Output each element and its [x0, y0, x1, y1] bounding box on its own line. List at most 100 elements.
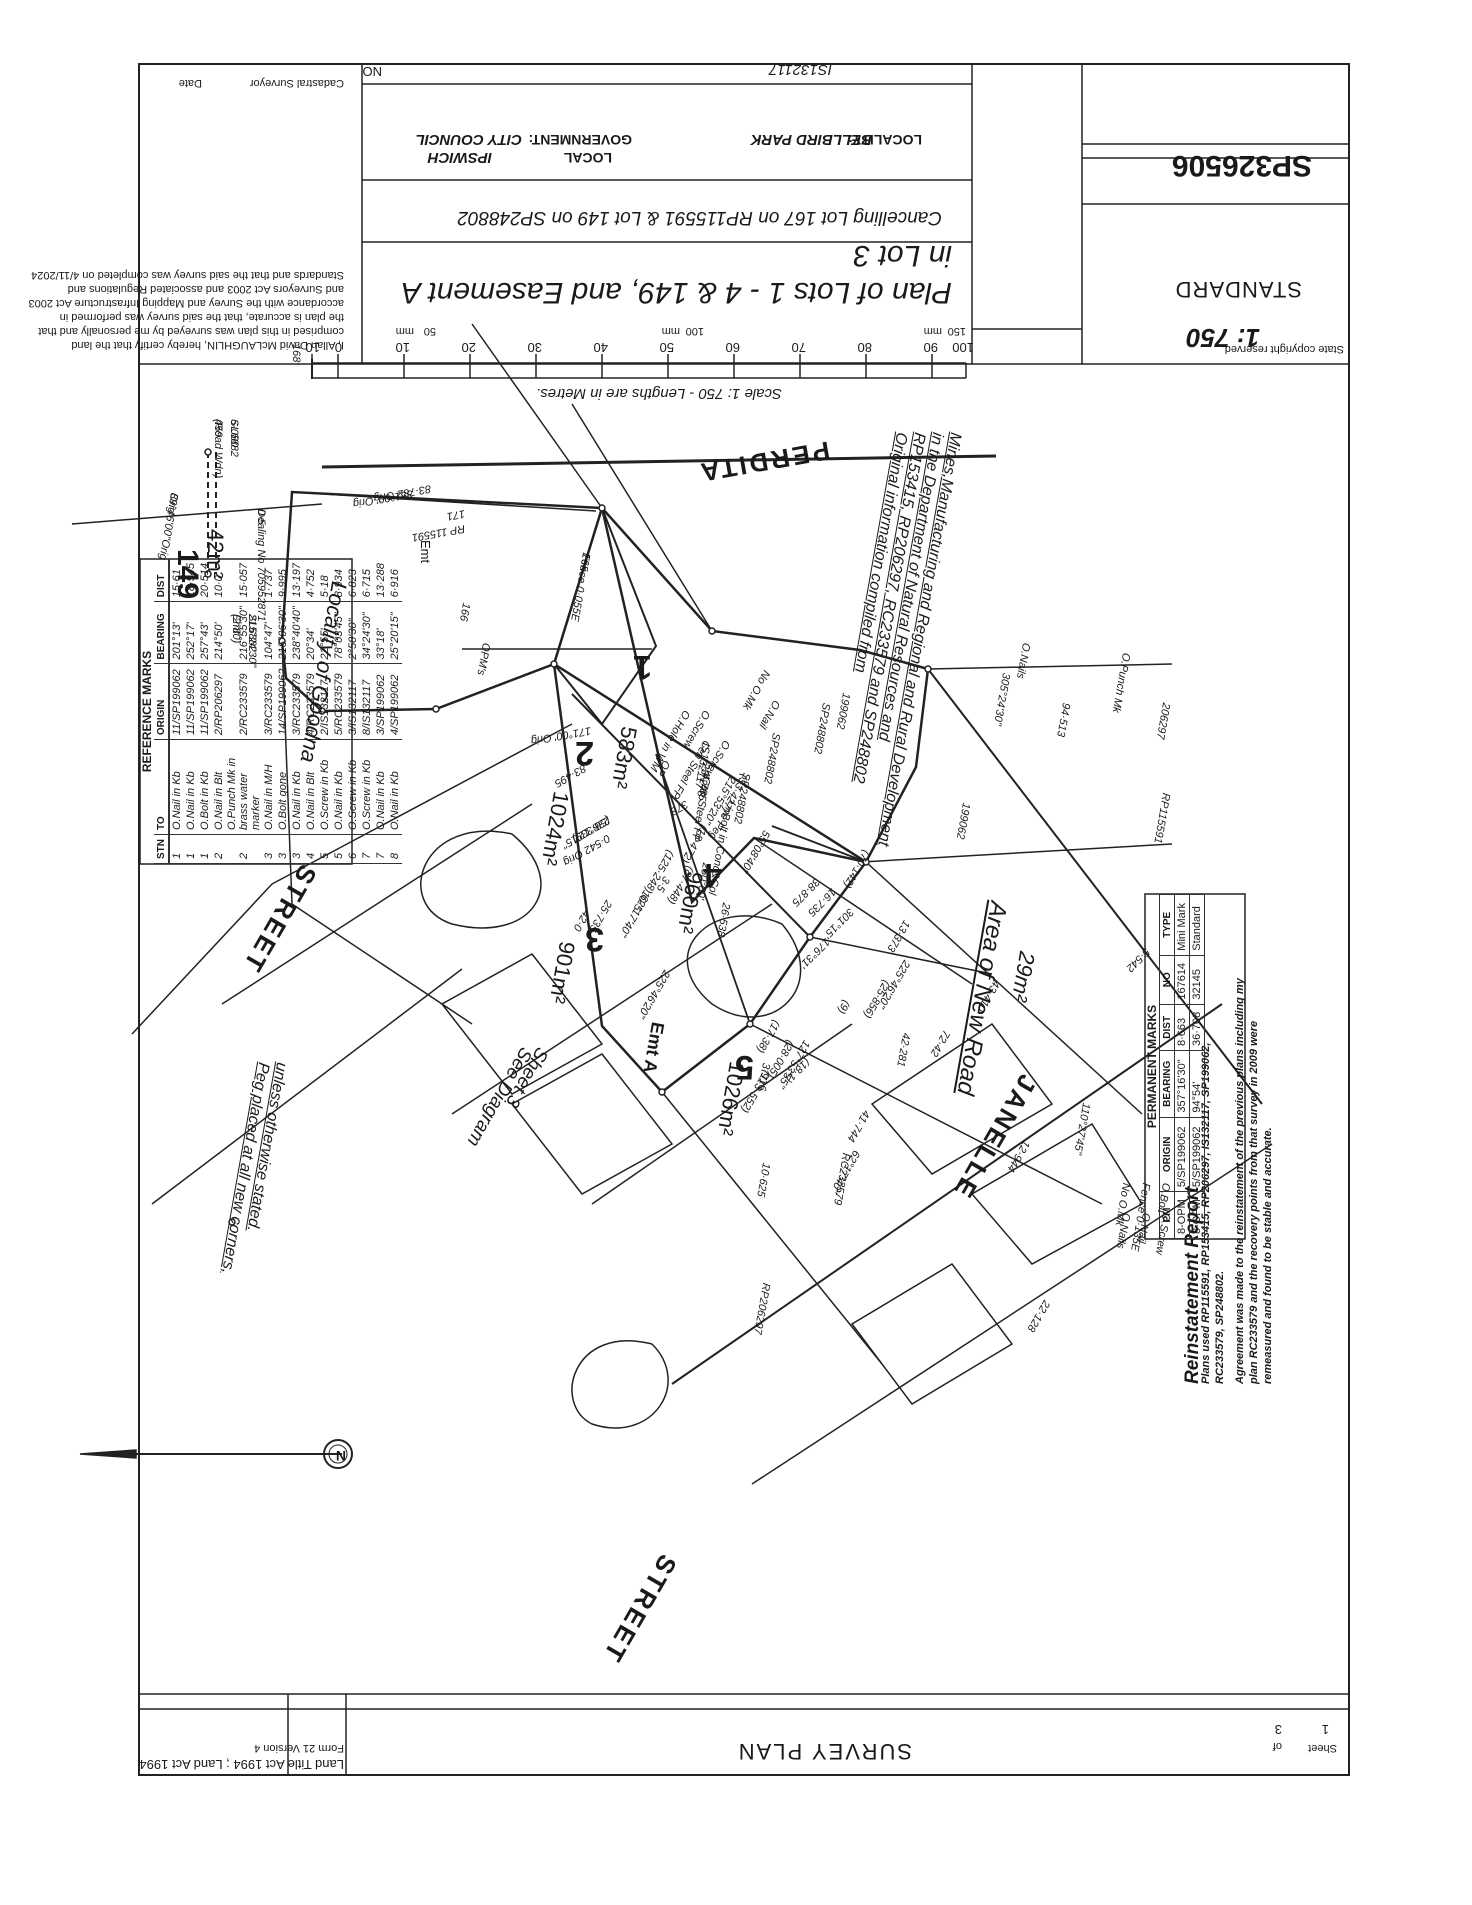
scale-tick-50: 50 [659, 340, 674, 355]
rm-cell: 9·995 [276, 559, 290, 602]
rm-cell: 3/RC233579 [262, 664, 276, 740]
rm-cell: 2/RC233579 [226, 664, 262, 740]
scale-mm-100-unit: mm [661, 325, 680, 337]
rm-cell: O.Screw in Kb [346, 739, 360, 835]
lot-149-number: 149 [171, 549, 204, 600]
rm-cell: 1 [169, 834, 184, 864]
rm-cell: 6·715 [360, 559, 374, 602]
rm-cell: 201°13' [169, 601, 184, 664]
rm-cell: O.Screw in Kb [360, 739, 374, 835]
pm-cell: 36·708 [1189, 1004, 1205, 1051]
pm-cell: 5/SP199062 [1189, 1117, 1205, 1192]
rm-cell: 33°18' [374, 601, 388, 664]
table-row: 8-OPM 5/SP199062 357°16'30" 8·663 167614… [1174, 894, 1190, 1239]
rm-cell: 25°20'15" [388, 601, 402, 664]
scale-mm-100: 100 [685, 325, 704, 337]
scale-tick-70: 70 [791, 340, 806, 355]
rm-cell: O.Nail in Kb [184, 739, 198, 835]
pm-cell: 8-OPM [1174, 1191, 1190, 1239]
rm-cell: 11/SP199062 [198, 664, 212, 740]
scale-tick-10-neg: 10 [305, 340, 320, 355]
no-label: NO [362, 64, 383, 79]
rm-cell: O.Bolt gone [276, 739, 290, 835]
dimension-label: (2·80) [230, 614, 242, 644]
rm-cell: O.Nail in Blt [212, 739, 226, 835]
pm-cell: Standard [1189, 894, 1205, 956]
scale-caption: Scale 1: 750 - Lengths are in Metres. [536, 385, 782, 402]
rm-cell: O.Nail in Kb [169, 739, 184, 835]
rm-cell: 8 [388, 834, 402, 864]
rm-cell: 3/SP199062 [374, 664, 388, 740]
rm-cell: 8/IS132117 [360, 664, 374, 740]
date-label: Date [178, 77, 202, 89]
local-gov-value-1: IPSWICH [427, 149, 492, 166]
plan-number: SP326506 [1171, 149, 1312, 182]
pm-cell: 94°54' [1189, 1050, 1205, 1118]
scale-tick-60: 60 [725, 340, 740, 355]
rm-cell: 3 [262, 834, 276, 864]
rm-cell: O.Nail in Kb [374, 739, 388, 835]
rm-cell: 4 [304, 834, 318, 864]
rm-cell: 252°17' [184, 601, 198, 664]
reinstatement-line-2: RC233579, SP248802. [1214, 1270, 1226, 1384]
pm-cell: 5/SP199062 [1174, 1117, 1190, 1192]
plan-title-line-1: Plan of Lots 1 - 4 & 149, and Easement A [401, 276, 952, 309]
act-text: Land Title Act 1994 ; Land Act 1994 [139, 1757, 344, 1772]
rm-cell: 1 [198, 834, 212, 864]
cert-line-2: comprised in this plan was surveyed by m… [38, 325, 344, 337]
rm-cell: 34°24'30" [360, 601, 374, 664]
scale-tick-80: 80 [857, 340, 872, 355]
rm-cell: 2 [226, 834, 262, 864]
cert-line-6: Standards and that the said survey was c… [31, 269, 344, 281]
cert-line-3: the plan is accurate, that the said surv… [59, 311, 344, 323]
scale-tick-0: 0 [334, 340, 342, 355]
of-label: of [1272, 1740, 1282, 1752]
rm-cell: 13·197 [290, 559, 304, 602]
rm-cell: O.Nail in Kb [332, 739, 346, 835]
rm-header-dist: DIST [154, 559, 169, 602]
rm-cell: 5 [318, 834, 332, 864]
reinstatement-line-5: remeasured and found to be stable and ac… [1262, 1127, 1274, 1384]
reference-marks-title: REFERENCE MARKS [140, 650, 154, 773]
pm-header-bearing: BEARING [1159, 1050, 1175, 1118]
cert-line-4: accordance with the Survey and Mapping I… [28, 297, 344, 309]
cert-line-1: I, Allan David McLAUGHLIN, hereby certif… [71, 339, 344, 351]
form-version: Form 21 Version 4 [254, 1742, 344, 1754]
rm-cell: 3 [276, 834, 290, 864]
plan-title-line-2: in Lot 3 [853, 239, 952, 272]
rm-cell: O.Bolt in Kb [198, 739, 212, 835]
rm-cell: 6 [346, 834, 360, 864]
plan-type: SURVEY PLAN [736, 1739, 912, 1764]
reinstatement-line-3: Agreement was made to the reinstatement … [1234, 978, 1246, 1384]
scale-tick-30: 30 [527, 340, 542, 355]
rm-header-to: TO [154, 739, 169, 835]
rm-cell: 2°58'30" [346, 601, 360, 664]
rm-cell: 13·288 [374, 559, 388, 602]
dimension-label: (Road Wdn) [212, 419, 224, 479]
scale-mm-150-unit: mm [923, 325, 942, 337]
dimension-label: Dealing No 705952871 [255, 509, 267, 622]
table-row: 8-OPM 5/SP199062 94°54' 36·708 32145 Sta… [1189, 894, 1205, 1239]
rm-cell: 215°06'30" [276, 601, 290, 664]
rm-cell: 7 [374, 834, 388, 864]
plan-standard: STANDARD [1174, 277, 1302, 302]
pm-header-no: NO [1159, 955, 1175, 1005]
north-arrow-icon: N [335, 1448, 346, 1464]
rm-cell: O.Punch Mk in brass water marker [226, 739, 262, 835]
emt-label: Emt [418, 540, 433, 564]
permanent-marks-table: PERMANENT MARKS PM ORIGIN BEARING DIST N… [1145, 894, 1205, 1239]
pm-cell: 8-OPM [1189, 1191, 1205, 1239]
rm-cell: 7 [360, 834, 374, 864]
copyright-text: State copyright reserved. [1221, 343, 1344, 355]
rm-cell: 2 [212, 834, 226, 864]
rm-header-stn: STN [154, 834, 169, 864]
